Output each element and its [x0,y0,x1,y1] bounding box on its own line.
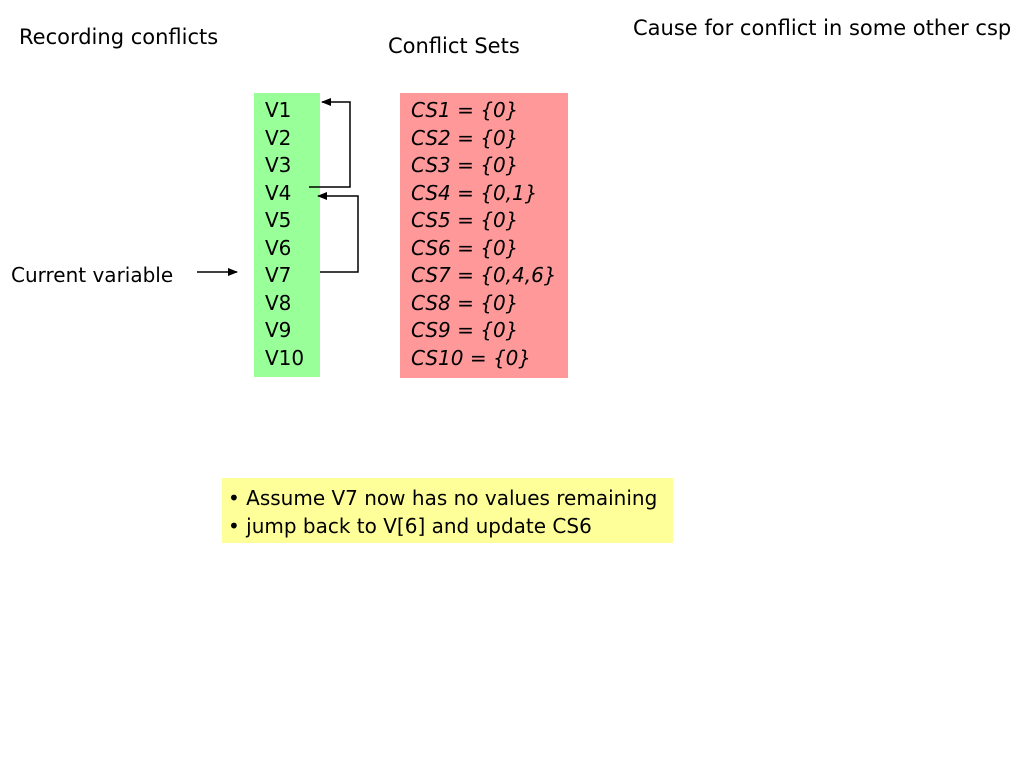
conflict-set-item: CS10 = {0} [411,345,532,370]
conflict-set-box [400,93,568,378]
conflict-set-item: CS7 = {0,4,6} [411,263,557,287]
variable-item: V8 [265,290,292,315]
variable-list: V1 V2 V3 V4 V5 V6 V7 V8 V9 V10 [265,97,304,372]
note-item: • jump back to V[6] and update CS6 [228,514,592,538]
conflict-set-list: CS1 = {0} CS2 = {0} CS3 = {0} CS4 = {0,1… [411,97,557,372]
variable-item: V10 [265,345,305,370]
variable-item: V5 [265,208,292,232]
conflict-set-item: CS8 = {0} [411,290,519,315]
variable-item: V1 [265,98,292,122]
variable-item: V6 [265,235,292,260]
backjump-arrow-v7-to-v4 [317,192,359,273]
conflict-set-item: CS4 = {0,1} [411,180,538,205]
variable-item: V2 [265,125,292,150]
note-list: • Assume V7 now has no values remaining … [228,484,657,540]
conflict-set-item: CS2 = {0} [411,125,519,150]
recording-conflicts-title: Recording conflicts [19,25,219,49]
note-box [222,478,673,543]
conflict-set-item: CS1 = {0} [411,98,519,122]
variable-item: V4 [265,180,292,205]
conflict-set-item: CS6 = {0} [411,235,519,260]
variable-item: V9 [265,318,292,342]
variable-item: V3 [265,153,292,177]
cause-for-conflict-title: Cause for conflict in some other csp [633,16,1012,40]
conflict-sets-title: Conflict Sets [388,34,520,58]
conflict-set-item: CS9 = {0} [411,318,519,342]
conflict-set-item: CS5 = {0} [411,208,519,232]
note-item: • Assume V7 now has no values remaining [228,486,658,510]
variable-item: V7 [265,263,292,287]
conflict-set-item: CS3 = {0} [411,153,519,177]
current-variable-label: Current variable [11,263,174,287]
